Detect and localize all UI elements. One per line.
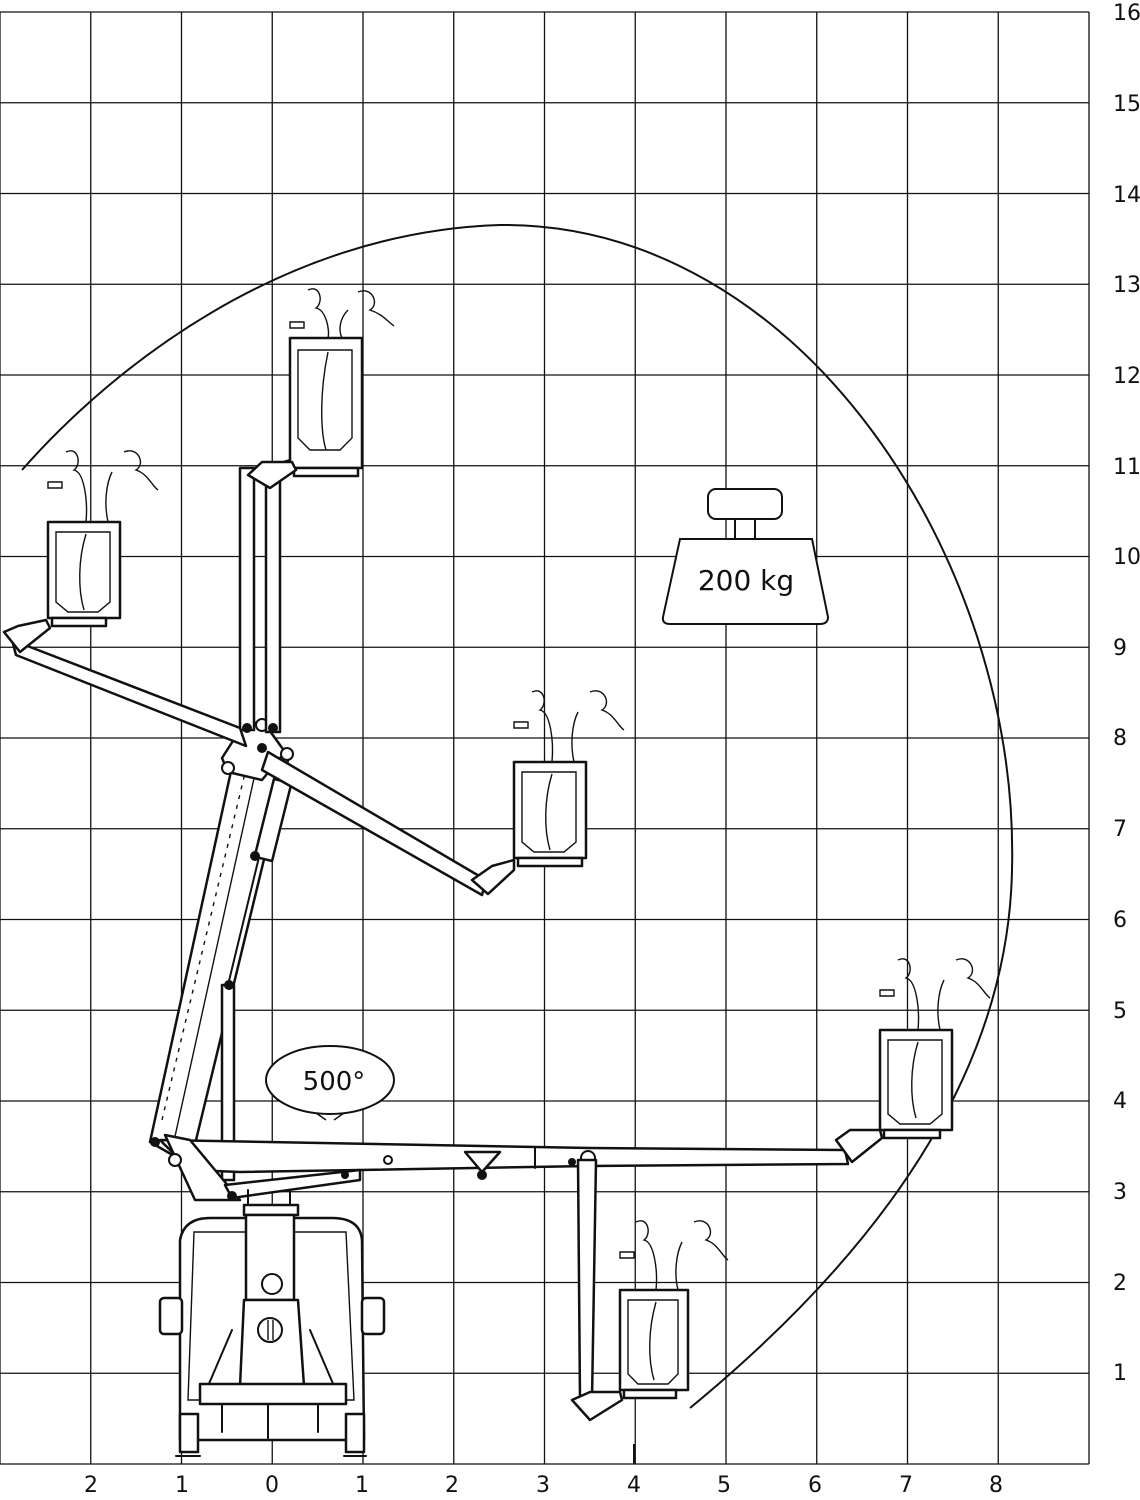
work-basket-icon — [288, 288, 395, 478]
x-axis: 2 1 0 1 2 3 4 5 6 7 8 — [84, 1473, 1003, 1498]
x-tick-label: 2 — [84, 1473, 98, 1498]
y-axis: 1 2 3 4 5 6 7 8 9 10 11 12 13 14 15 16 — [1113, 1, 1140, 1386]
y-tick-label: 11 — [1113, 455, 1140, 480]
x-tick-label: 3 — [536, 1473, 550, 1498]
x-tick-label: 1 — [355, 1473, 369, 1498]
x-tick-label: 4 — [627, 1473, 641, 1498]
basket-brackets — [2, 460, 884, 1422]
work-basket-icon — [878, 958, 991, 1140]
x-tick-label: 5 — [717, 1473, 731, 1498]
y-tick-label: 13 — [1113, 273, 1140, 298]
y-tick-label: 12 — [1113, 364, 1140, 389]
grid — [0, 11, 1090, 1465]
x-tick-label: 7 — [899, 1473, 913, 1498]
work-basket-icon — [512, 690, 625, 868]
y-tick-label: 10 — [1113, 545, 1140, 570]
x-tick-label: 2 — [445, 1473, 459, 1498]
x-tick-label: 1 — [175, 1473, 189, 1498]
weight-icon: 200 kg — [661, 488, 830, 625]
rotation-label: 500° — [303, 1067, 366, 1097]
rotation-ellipse-icon: 500° — [265, 1045, 395, 1121]
work-basket-icon — [46, 450, 159, 628]
boom-structure — [10, 459, 850, 1402]
load-label: 200 kg — [698, 564, 794, 597]
working-envelope-curve — [21, 223, 1014, 1409]
y-tick-label: 16 — [1113, 1, 1140, 26]
y-tick-label: 9 — [1113, 636, 1127, 661]
work-basket-icon — [618, 1220, 729, 1400]
y-tick-label: 8 — [1113, 726, 1127, 751]
y-tick-label: 3 — [1113, 1180, 1127, 1205]
y-tick-label: 4 — [1113, 1089, 1127, 1114]
van-rear-icon — [158, 1203, 386, 1457]
y-tick-label: 15 — [1113, 92, 1140, 117]
y-tick-label: 7 — [1113, 817, 1127, 842]
x-tick-label: 8 — [989, 1473, 1003, 1498]
x-tick-label: 6 — [808, 1473, 822, 1498]
y-tick-label: 6 — [1113, 908, 1127, 933]
y-tick-label: 14 — [1113, 183, 1140, 208]
y-tick-label: 2 — [1113, 1271, 1127, 1296]
y-tick-label: 1 — [1113, 1361, 1127, 1386]
x-tick-label: 0 — [265, 1473, 279, 1498]
y-tick-label: 5 — [1113, 999, 1127, 1024]
